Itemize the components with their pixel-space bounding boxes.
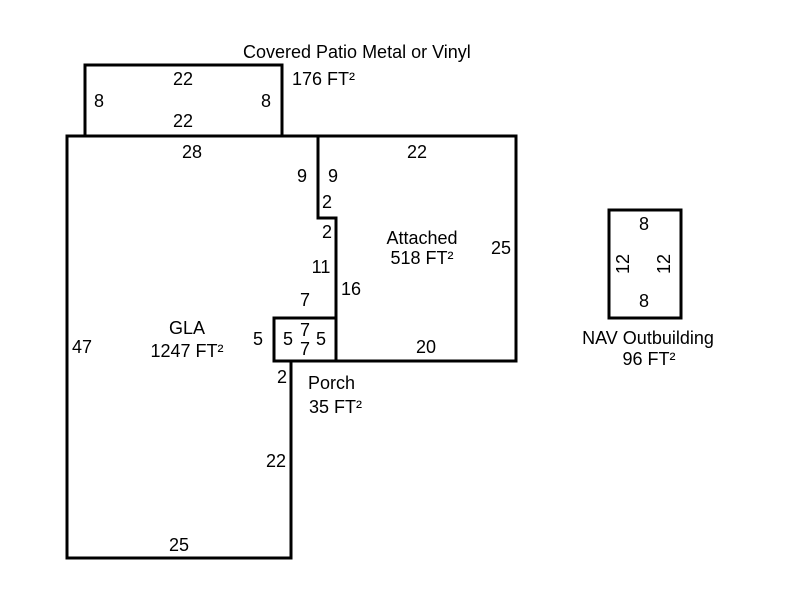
patio-dim-right: 8 <box>261 91 271 111</box>
attached-dim-left-a: 9 <box>328 166 338 186</box>
attached-name: Attached <box>386 228 457 248</box>
patio-dim-bottom: 22 <box>173 111 193 131</box>
gla-dim-porch-top: 7 <box>300 290 310 310</box>
attached-dim-left-b: 2 <box>322 192 332 212</box>
outbuilding-outline <box>607 208 683 320</box>
attached-outline <box>316 134 518 363</box>
gla-dim-top: 28 <box>182 142 202 162</box>
attached-dim-bottom: 20 <box>416 337 436 357</box>
patio-area: 176 FT² <box>292 69 355 89</box>
patio-dim-top: 22 <box>173 69 193 89</box>
gla-name: GLA <box>169 318 205 338</box>
outbuilding-dim-left: 12 <box>613 254 633 274</box>
attached-dim-left-c: 16 <box>341 279 361 299</box>
gla-dim-porch-left: 5 <box>253 329 263 349</box>
attached-area: 518 FT² <box>390 248 453 268</box>
patio-dim-left: 8 <box>94 91 104 111</box>
porch-outline <box>272 316 338 363</box>
gla-dim-right-mid: 11 <box>312 257 331 277</box>
porch-dim-top: 7 <box>300 320 310 340</box>
outbuilding-name: NAV Outbuilding <box>582 328 714 348</box>
gla-dim-porch-bottom: 2 <box>277 367 287 387</box>
attached-dim-top: 22 <box>407 142 427 162</box>
gla-area: 1247 FT² <box>150 341 223 361</box>
gla-dim-bottom: 25 <box>169 535 189 555</box>
porch-area: 35 FT² <box>309 397 362 417</box>
patio-name: Covered Patio Metal or Vinyl <box>243 42 471 62</box>
porch-dim-right: 5 <box>316 329 326 349</box>
gla-dim-right-b: 2 <box>322 222 332 242</box>
outbuilding-dim-right: 12 <box>654 254 674 274</box>
outbuilding-dim-top: 8 <box>639 214 649 234</box>
attached-dim-right: 25 <box>491 238 511 258</box>
outbuilding-dim-bottom: 8 <box>639 291 649 311</box>
outbuilding-area: 96 FT² <box>622 349 675 369</box>
porch-dim-bottom: 7 <box>300 339 310 359</box>
gla-dim-right-a: 9 <box>297 166 307 186</box>
gla-dim-left: 47 <box>72 337 92 357</box>
gla-dim-right-lower: 22 <box>266 451 286 471</box>
porch-dim-left: 5 <box>283 329 293 349</box>
porch-name: Porch <box>308 373 355 393</box>
